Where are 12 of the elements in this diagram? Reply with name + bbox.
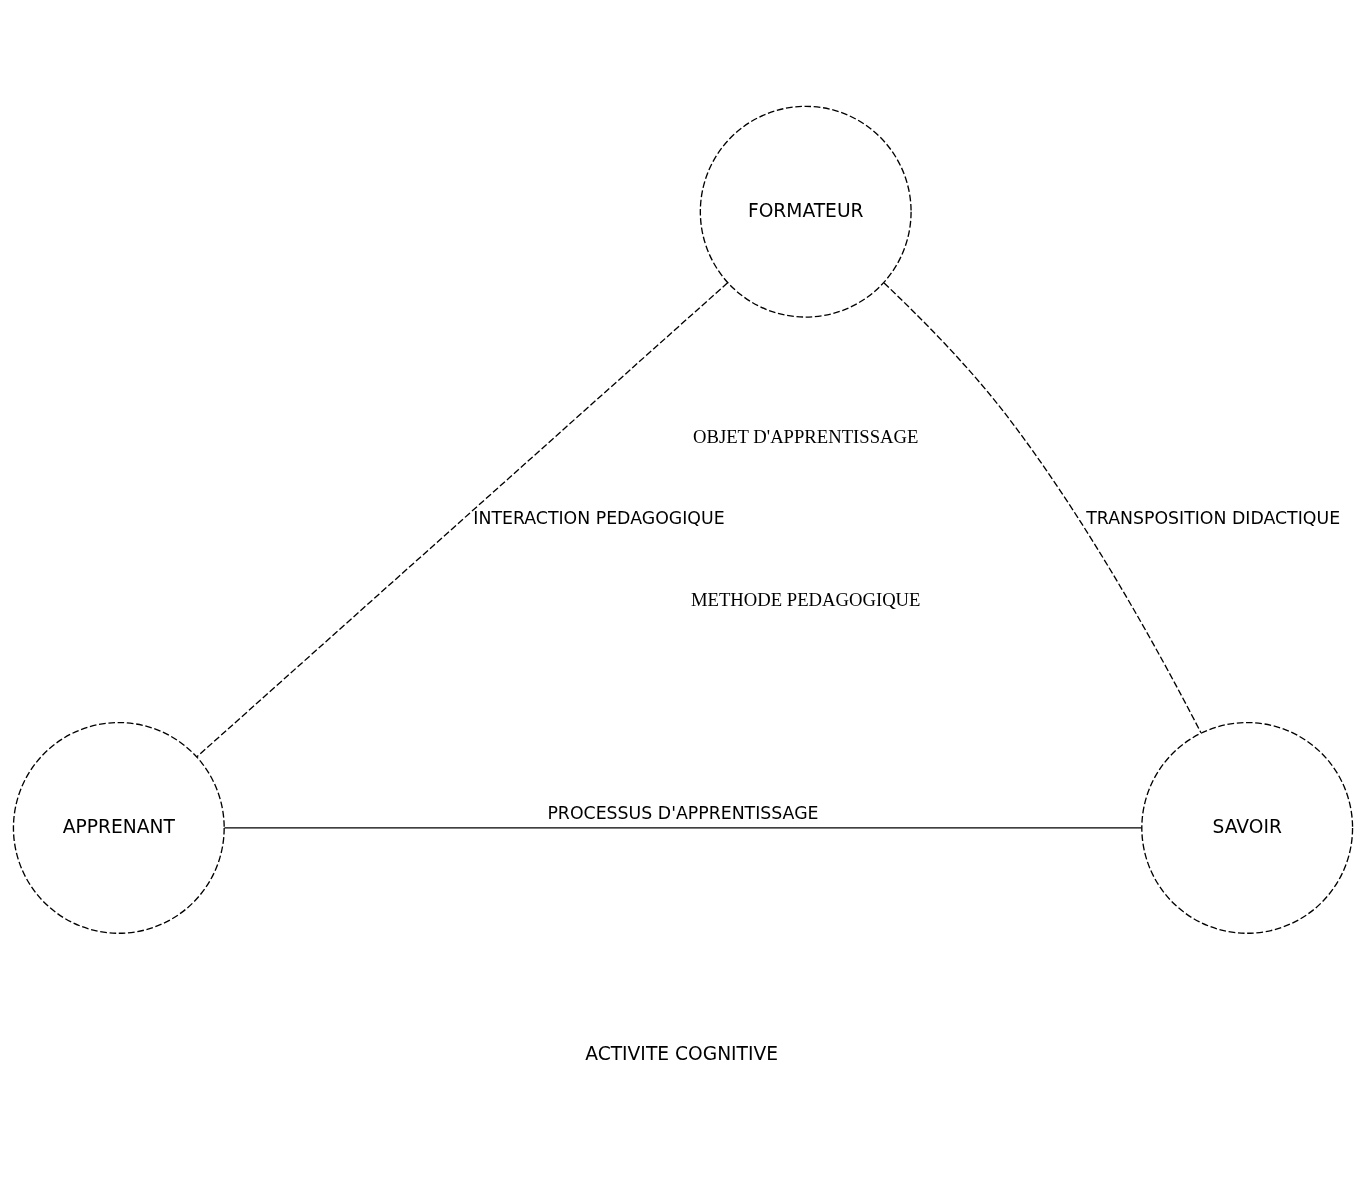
node-circle: APPRENANT xyxy=(12,721,225,934)
edge-label: TRANSPOSITION DIDACTIQUE xyxy=(1086,507,1341,528)
connector xyxy=(196,281,729,758)
connector xyxy=(223,826,1143,829)
edge-label: PROCESSUS D'APPRENTISSAGE xyxy=(547,802,819,823)
node-circle: SAVOIR xyxy=(1141,721,1354,934)
connector xyxy=(883,281,1202,733)
label: METHODE PEDAGOGIQUE xyxy=(690,588,921,610)
label: OBJET D'APPRENTISSAGE xyxy=(693,425,919,447)
node-circle: FORMATEUR xyxy=(699,105,912,318)
edge-label: INTERACTION PEDAGOGIQUE xyxy=(473,507,725,528)
label: ACTIVITE COGNITIVE xyxy=(585,1042,779,1064)
